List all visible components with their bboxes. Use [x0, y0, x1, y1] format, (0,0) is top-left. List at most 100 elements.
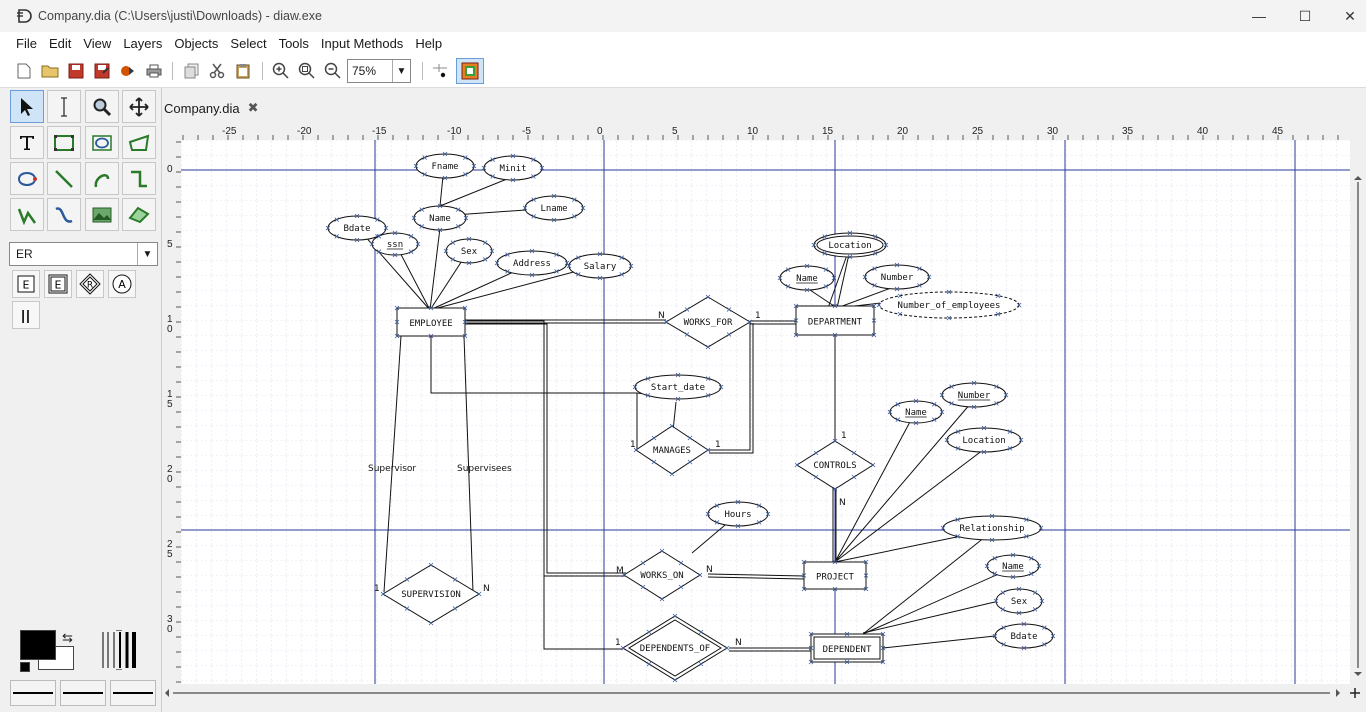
attribute-name_dep[interactable]: Name — [984, 552, 1042, 580]
new-button[interactable] — [14, 62, 34, 80]
relationship-works_for[interactable]: WORKS_FOR — [663, 294, 753, 350]
save-button[interactable] — [66, 62, 86, 80]
attribute-ssn[interactable]: ssn — [369, 230, 421, 258]
shape-relationship[interactable]: R — [76, 270, 104, 298]
menu-input-methods[interactable]: Input Methods — [320, 35, 404, 51]
relationship-supervision[interactable]: SUPERVISION — [380, 562, 482, 626]
tool-scroll[interactable] — [122, 90, 156, 123]
attribute-bdate_dep[interactable]: Bdate — [992, 621, 1056, 651]
menu-layers[interactable]: Layers — [123, 35, 163, 51]
line-width-selector[interactable] — [100, 629, 142, 671]
zoom-out-button[interactable] — [323, 62, 343, 80]
menu-select[interactable]: Select — [230, 35, 267, 51]
attribute-num_employees[interactable]: Number_of_employees — [876, 289, 1022, 321]
tool-beziergon[interactable] — [10, 162, 44, 195]
relationship-manages[interactable]: MANAGES — [633, 423, 711, 477]
vertical-scrollbar[interactable] — [1350, 140, 1366, 685]
menu-edit[interactable]: Edit — [48, 35, 72, 51]
relationship-controls[interactable]: CONTROLS — [794, 438, 876, 492]
attribute-name_emp[interactable]: Name — [411, 203, 469, 233]
entity-dependent[interactable]: DEPENDENT — [808, 631, 886, 665]
reset-colors-icon[interactable] — [20, 662, 30, 672]
shape-attribute[interactable]: A — [108, 270, 136, 298]
tool-box[interactable] — [47, 126, 81, 159]
tab-company-dia[interactable]: Company.dia ✖ — [162, 94, 269, 122]
attribute-fname[interactable]: Fname — [413, 151, 477, 181]
zoom-in-button[interactable] — [271, 62, 291, 80]
cardinality-label-do_n: N — [735, 638, 742, 648]
horizontal-scrollbar[interactable] — [163, 684, 1366, 702]
snap-to-grid-button[interactable] — [430, 62, 450, 80]
attribute-location_proj[interactable]: Location — [944, 425, 1024, 455]
attribute-relationship[interactable]: Relationship — [940, 513, 1044, 543]
cut-button[interactable] — [207, 62, 227, 80]
attribute-bdate_emp[interactable]: Bdate — [325, 213, 389, 243]
swap-colors-icon[interactable]: ⇆ — [62, 630, 73, 645]
ruler-label: 5 — [672, 126, 678, 137]
relationship-dependents_of[interactable]: DEPENDENTS_OF — [620, 613, 730, 683]
entity-project[interactable]: PROJECT — [801, 559, 869, 592]
tool-bezier-line[interactable] — [47, 198, 81, 231]
tool-magnify[interactable] — [85, 90, 119, 123]
tool-line[interactable] — [47, 162, 81, 195]
tool-text-edit[interactable] — [47, 90, 81, 123]
menu-file[interactable]: File — [16, 35, 37, 51]
attribute-lname[interactable]: Lname — [522, 193, 586, 223]
entity-employee[interactable]: EMPLOYEE — [394, 305, 468, 339]
tool-text[interactable] — [10, 126, 44, 159]
tool-polyline[interactable] — [10, 198, 44, 231]
paste-button[interactable] — [233, 62, 253, 80]
attribute-minit[interactable]: Minit — [481, 153, 545, 183]
snap-to-objects-button[interactable] — [456, 58, 484, 84]
open-button[interactable] — [40, 62, 60, 80]
attribute-name_proj[interactable]: Name — [887, 398, 945, 426]
chevron-down-icon[interactable]: ▼ — [137, 243, 157, 265]
attribute-salary[interactable]: Salary — [566, 251, 634, 281]
attribute-label: Minit — [499, 164, 526, 174]
attribute-address[interactable]: Address — [494, 248, 570, 278]
tool-outline[interactable] — [122, 198, 156, 231]
line-style-selector[interactable] — [60, 680, 106, 706]
export-button[interactable] — [118, 62, 138, 80]
print-icon — [146, 64, 162, 78]
menu-objects[interactable]: Objects — [174, 35, 219, 51]
attribute-start_date[interactable]: Start_date — [632, 372, 724, 402]
menu-tools[interactable]: Tools — [278, 35, 309, 51]
maximize-button[interactable]: ☐ — [1282, 0, 1328, 32]
entity-department[interactable]: DEPARTMENT — [793, 303, 877, 338]
attribute-sex_dep[interactable]: Sex — [993, 586, 1045, 616]
shape-weak-entity[interactable]: E — [44, 270, 72, 298]
zoom-combo[interactable]: 75% ▼ — [347, 59, 411, 83]
tool-image[interactable] — [85, 198, 119, 231]
attribute-location_dept[interactable]: Location — [811, 230, 889, 260]
tool-arc[interactable] — [85, 162, 119, 195]
text-icon — [20, 135, 34, 150]
close-button[interactable]: ✕ — [1327, 0, 1366, 32]
attribute-number_proj[interactable]: Number — [939, 380, 1009, 410]
menu-help[interactable]: Help — [415, 35, 443, 51]
tool-ellipse[interactable] — [85, 126, 119, 159]
menu-view[interactable]: View — [83, 35, 112, 51]
attribute-number_dept[interactable]: Number — [862, 262, 932, 292]
save-as-button[interactable] — [92, 62, 112, 80]
attribute-sex_emp[interactable]: Sex — [443, 236, 495, 266]
zoom-fit-button[interactable] — [297, 62, 317, 80]
end-arrow-selector[interactable] — [110, 680, 156, 706]
tool-zigzag-line[interactable] — [122, 162, 156, 195]
shape-entity[interactable]: E — [12, 270, 40, 298]
relationship-works_on[interactable]: WORKS_ON — [621, 548, 703, 602]
attribute-hours[interactable]: Hours — [705, 499, 771, 529]
chevron-down-icon[interactable]: ▼ — [392, 60, 410, 82]
start-arrow-selector[interactable] — [10, 680, 56, 706]
close-tab-icon[interactable]: ✖ — [247, 100, 259, 115]
sheet-combo[interactable]: ER ▼ — [9, 242, 158, 266]
minimize-button[interactable]: — — [1236, 0, 1282, 32]
attribute-name_dept[interactable]: Name — [777, 263, 837, 293]
tool-modify[interactable] — [10, 90, 44, 123]
copy-button[interactable] — [182, 62, 202, 80]
tool-polygon[interactable] — [122, 126, 156, 159]
print-button[interactable] — [144, 62, 164, 80]
shape-participation[interactable]: || — [12, 301, 40, 329]
